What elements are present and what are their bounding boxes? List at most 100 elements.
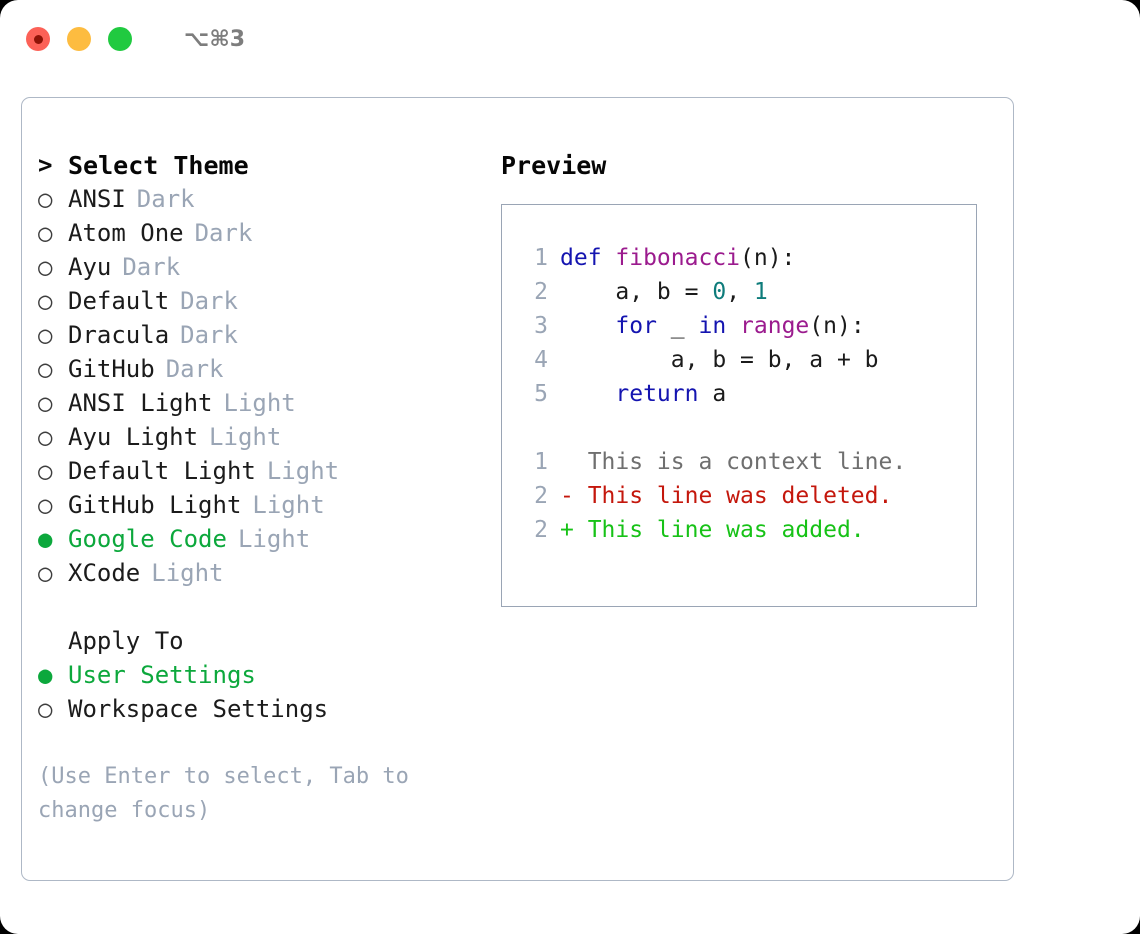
code-token: a, b =: [560, 279, 713, 305]
code-token: (n):: [740, 245, 796, 271]
theme-kind-badge: Dark: [180, 321, 238, 349]
theme-name: Google Code: [68, 525, 227, 553]
line-number: 3: [534, 313, 548, 339]
line-number: 2: [534, 483, 548, 509]
theme-kind-badge: Light: [151, 559, 224, 587]
theme-name: Ayu: [68, 253, 112, 281]
code-token: 1: [753, 279, 768, 305]
radio-unselected-icon: ○: [38, 457, 53, 485]
title-bar: ⌥⌘3: [0, 0, 1140, 78]
code-line: 5 return a: [518, 377, 968, 411]
code-line: 1 def fibonacci(n):: [518, 241, 968, 275]
theme-option-row[interactable]: ○ Atom One Dark: [38, 216, 498, 250]
theme-option-row[interactable]: ○ Default Light Light: [38, 454, 498, 488]
theme-kind-badge: Light: [266, 457, 340, 485]
theme-kind-badge: Light: [209, 423, 282, 451]
diff-line: 1 This is a context line.: [518, 445, 968, 479]
caret-icon: >: [38, 151, 53, 179]
theme-option-row[interactable]: ● Google Code Light: [38, 522, 498, 556]
window-controls: [26, 27, 132, 51]
theme-kind-badge: Dark: [180, 287, 238, 315]
radio-selected-icon: ●: [38, 525, 53, 553]
theme-kind-badge: Dark: [122, 253, 181, 281]
theme-name: Atom One: [68, 219, 184, 247]
radio-unselected-icon: ○: [38, 253, 53, 281]
theme-name: XCode: [68, 559, 141, 587]
code-token: ,: [726, 279, 754, 305]
theme-kind-badge: Light: [252, 491, 325, 519]
apply-to-header: ○Apply To: [38, 624, 498, 658]
radio-unselected-icon: ○: [38, 389, 53, 417]
apply-to-label: User Settings: [68, 661, 256, 689]
code-token: [560, 313, 615, 339]
preview-title: Preview: [501, 150, 607, 180]
code-text: def fibonacci(n):: [560, 245, 795, 271]
code-text: a, b = 0, 1: [560, 279, 768, 305]
radio-unselected-icon: ○: [38, 287, 53, 315]
code-line: 2 a, b = 0, 1: [518, 275, 968, 309]
theme-name: Default: [68, 287, 170, 315]
code-token: _: [670, 313, 699, 339]
line-number: 2: [534, 279, 548, 305]
theme-kind-badge: Light: [237, 525, 311, 553]
radio-selected-icon: ●: [38, 661, 53, 689]
code-token: a: [712, 381, 727, 407]
code-token: (n):: [809, 313, 865, 339]
maximize-button[interactable]: [108, 27, 132, 51]
diff-text: - This line was deleted.: [560, 483, 893, 509]
code-token: fibonacci: [615, 245, 741, 271]
blank-marker: ○: [38, 627, 68, 655]
radio-unselected-icon: ○: [38, 185, 53, 213]
apply-to-option-row[interactable]: ○Workspace Settings: [38, 692, 498, 726]
apply-to-title: Apply To: [68, 627, 184, 655]
code-token: [560, 381, 615, 407]
theme-name: Default Light: [68, 457, 256, 485]
theme-name: GitHub: [68, 355, 155, 383]
apply-to-option-row[interactable]: ● User Settings: [38, 658, 498, 692]
theme-option-row[interactable]: ○ Default Dark: [38, 284, 498, 318]
diff-line: 2 - This line was deleted.: [518, 479, 968, 513]
line-number: 4: [534, 347, 548, 373]
close-icon: [33, 34, 43, 44]
hint-text: (Use Enter to select, Tab to change focu…: [38, 764, 409, 823]
code-line: 3 for _ in range(n):: [518, 309, 968, 343]
select-theme-title: Select Theme: [68, 150, 249, 180]
theme-name: ANSI: [68, 185, 126, 213]
theme-option-row[interactable]: ○ Ayu Dark: [38, 250, 498, 284]
code-line: 4 a, b = b, a + b: [518, 343, 968, 377]
close-button[interactable]: [26, 27, 50, 51]
line-number: 1: [534, 245, 548, 271]
code-text: return a: [560, 381, 726, 407]
radio-unselected-icon: ○: [38, 219, 53, 247]
code-token: for: [615, 313, 671, 339]
theme-name: GitHub Light: [68, 491, 242, 519]
radio-unselected-icon: ○: [38, 423, 53, 451]
theme-option-row[interactable]: ○ ANSI Dark: [38, 182, 498, 216]
code-token: range: [740, 313, 810, 339]
minimize-button[interactable]: [67, 27, 91, 51]
preview-column: Preview: [501, 148, 1001, 182]
select-theme-header: > Select Theme: [38, 148, 498, 182]
code-token: in: [698, 313, 741, 339]
line-number: 1: [534, 449, 548, 475]
theme-kind-badge: Dark: [165, 355, 224, 383]
theme-kind-badge: Dark: [194, 219, 253, 247]
code-token: return: [615, 381, 713, 407]
keyboard-shortcut-label: ⌥⌘3: [184, 26, 246, 52]
code-text: for _ in range(n):: [560, 313, 865, 339]
theme-option-row[interactable]: ○ XCode Light: [38, 556, 498, 590]
radio-unselected-icon: ○: [38, 321, 53, 349]
radio-unselected-icon: ○: [38, 559, 53, 587]
theme-kind-badge: Dark: [136, 185, 195, 213]
code-token: def: [560, 245, 616, 271]
line-number: 2: [534, 517, 548, 543]
